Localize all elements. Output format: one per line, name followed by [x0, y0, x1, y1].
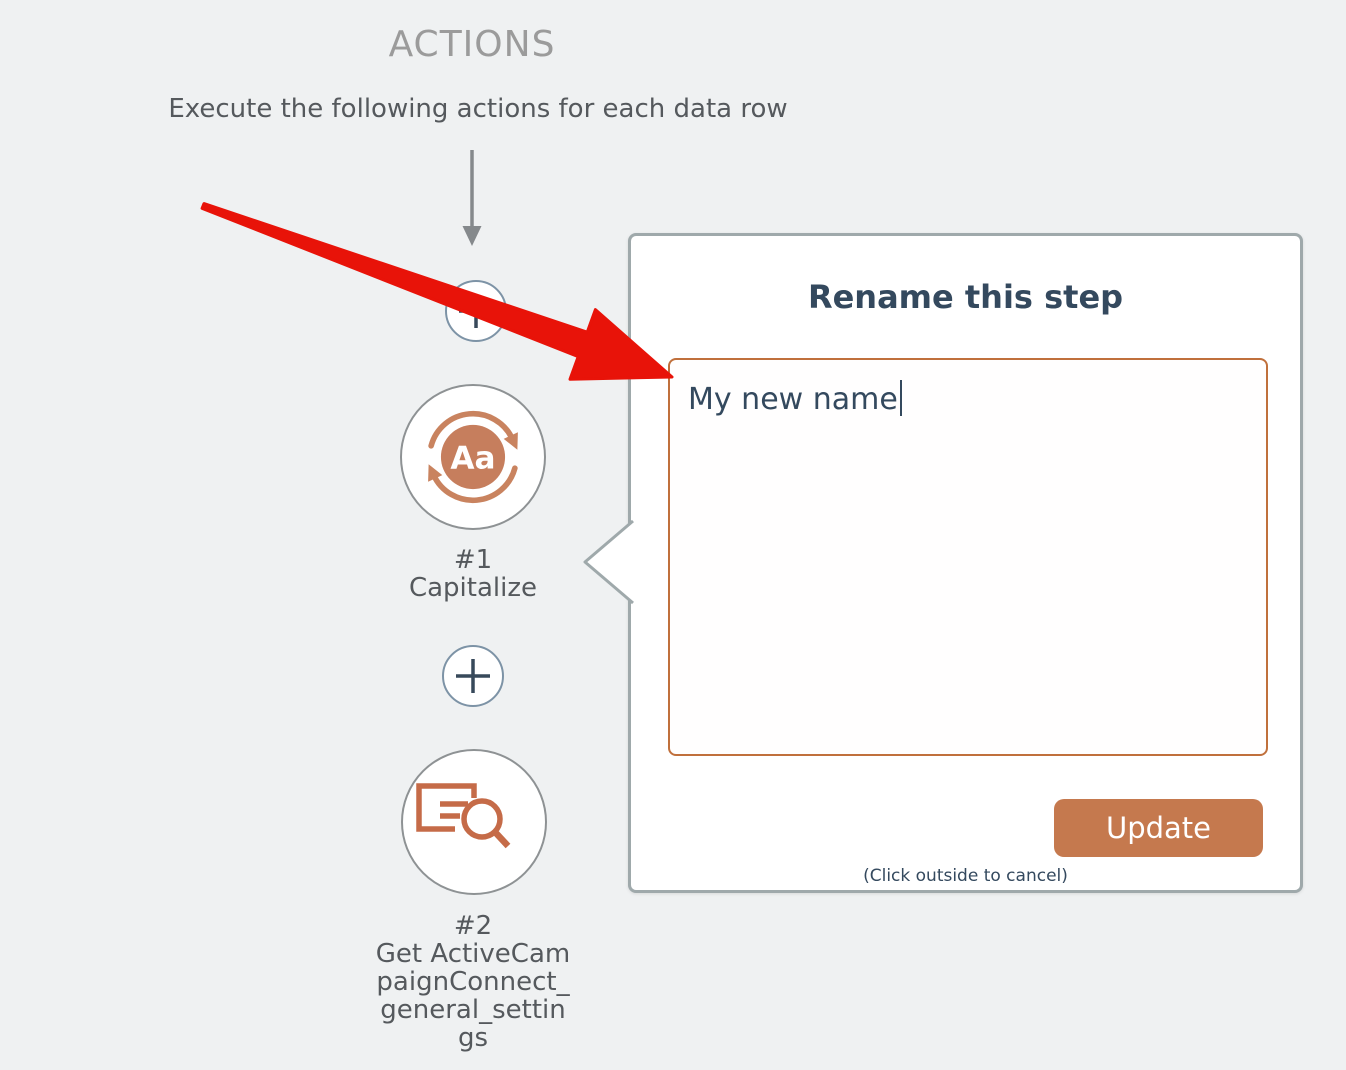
- step-1-name: Capitalize: [408, 573, 538, 603]
- rename-step-popover: Rename this step My new name Update (Cli…: [628, 233, 1303, 893]
- update-button[interactable]: Update: [1054, 799, 1263, 857]
- step-2-number: #2: [453, 911, 493, 941]
- popover-notch: [583, 519, 635, 605]
- document-search-icon: [416, 783, 511, 849]
- step-name-input[interactable]: My new name: [668, 358, 1268, 756]
- step-name-input-value: My new name: [688, 382, 898, 417]
- down-arrow-icon: [462, 150, 482, 246]
- add-action-button-middle[interactable]: [442, 645, 504, 707]
- plus-icon: [456, 659, 490, 693]
- step-2-label: #2 Get ActiveCampaignConnect_general_set…: [373, 912, 573, 1052]
- popover-title: Rename this step: [807, 278, 1124, 316]
- text-cursor: [899, 380, 902, 416]
- step-2-name: Get ActiveCampaignConnect_general_settin…: [375, 939, 571, 1053]
- plus-icon: [459, 294, 493, 328]
- cancel-hint: (Click outside to cancel): [863, 866, 1068, 886]
- step-1-number: #1: [453, 545, 493, 575]
- step-1-label: #1 Capitalize: [373, 546, 573, 602]
- add-action-button-top[interactable]: [445, 280, 507, 342]
- capitalize-sync-icon: Aa: [428, 410, 518, 504]
- actions-heading: ACTIONS: [388, 24, 556, 65]
- capitalize-aa-glyph: Aa: [450, 440, 495, 476]
- action-step-2-get-settings[interactable]: [401, 749, 547, 895]
- action-step-1-capitalize[interactable]: Aa: [400, 384, 546, 530]
- actions-subtitle: Execute the following actions for each d…: [168, 94, 788, 124]
